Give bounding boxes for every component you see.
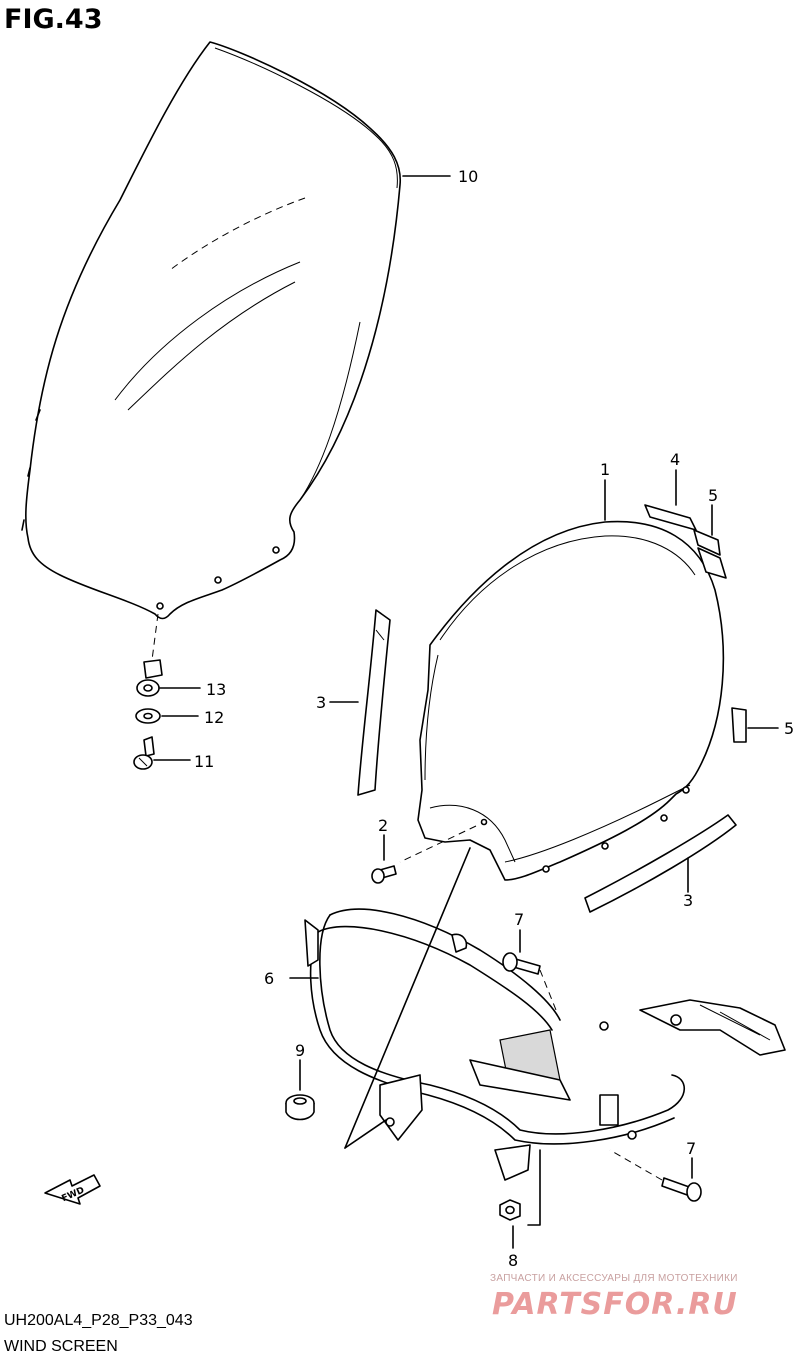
inner-cowl-part-1: [399, 479, 725, 881]
callout-4: 4: [670, 450, 680, 469]
screw-part-2: [371, 834, 397, 884]
strip-part-3-left: [329, 609, 391, 796]
grommet-part-9: [285, 1059, 315, 1121]
diagram-name: WIND SCREEN: [4, 1338, 118, 1355]
bolt-parts-7: [502, 929, 702, 1202]
callout-5b: 5: [784, 719, 794, 738]
callout-8: 8: [508, 1251, 518, 1270]
callout-3b: 3: [683, 891, 693, 910]
callout-5a: 5: [708, 486, 718, 505]
nut-part-8: [499, 1149, 541, 1249]
callout-12: 12: [204, 708, 224, 727]
callout-10: 10: [458, 167, 478, 186]
callout-13: 13: [206, 680, 226, 699]
bracket-part-6: [289, 847, 786, 1181]
strip-part-3-right: [584, 814, 737, 913]
pad-parts-4-5: [644, 469, 779, 743]
callout-1: 1: [600, 460, 610, 479]
screen-fasteners: [133, 613, 201, 770]
figure-title: FIG.43: [4, 4, 103, 35]
fwd-arrow-icon: FWD: [44, 1174, 101, 1205]
diagram-code: UH200AL4_P28_P33_043: [4, 1312, 193, 1329]
watermark-tagline: ЗАПЧАСТИ И АКСЕССУАРЫ ДЛЯ МОТОТЕХНИКИ: [490, 1273, 738, 1284]
windscreen-part-10: [21, 41, 451, 620]
callout-2: 2: [378, 816, 388, 835]
watermark-logo: PARTSFOR.RU: [492, 1287, 738, 1322]
callout-7b: 7: [686, 1139, 696, 1158]
callout-11: 11: [194, 752, 214, 771]
callout-6: 6: [264, 969, 274, 988]
callout-3a: 3: [316, 693, 326, 712]
callout-9: 9: [295, 1041, 305, 1060]
callout-7a: 7: [514, 910, 524, 929]
